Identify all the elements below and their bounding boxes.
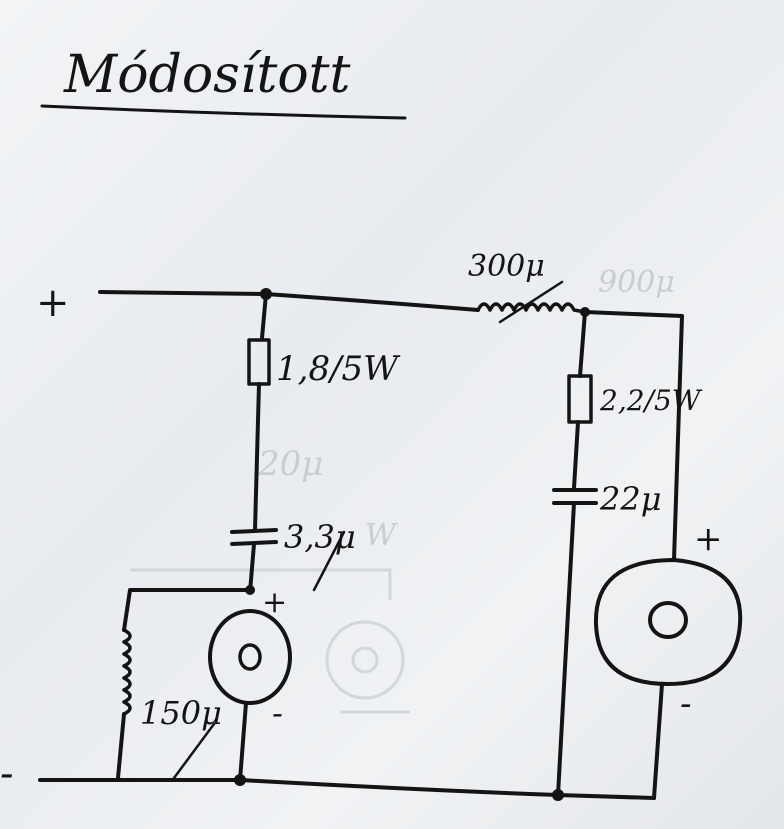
right-branch-wire: [652, 682, 664, 800]
left-speaker-minus-label: -: [272, 694, 283, 732]
right-branch-wire: [578, 310, 587, 378]
left-capacitor-label: 3,3μ: [284, 518, 356, 556]
left-branch-wire: [260, 292, 268, 340]
junction-dot: [234, 774, 246, 786]
left-resistor: [247, 338, 271, 386]
series-inductor: [476, 302, 587, 314]
right-speaker-minus-label: -: [680, 684, 692, 724]
right-branch-wire: [556, 501, 576, 797]
page-title: Módosított: [63, 45, 351, 105]
right-speaker-icon: [593, 558, 743, 686]
svg-text:20μ: 20μ: [257, 444, 323, 484]
left-branch-wire: [248, 542, 256, 594]
shunt-inductor-label: 150μ: [140, 694, 222, 732]
shunt-wire: [116, 712, 126, 780]
capacitor-adjust-stroke: [312, 530, 346, 592]
positive-terminal-label: +: [36, 280, 70, 326]
negative-terminal-label: -: [0, 751, 14, 797]
series-inductor-ghost-label: 900μ: [598, 265, 675, 300]
title-underline: [40, 104, 407, 120]
series-inductor-label: 300μ: [468, 249, 545, 284]
right-capacitor-label: 22μ: [599, 480, 662, 518]
negative-rail: [38, 778, 656, 800]
right-branch-wire: [572, 420, 580, 490]
right-resistor-label: 2,2/5W: [599, 384, 703, 417]
left-branch-wire: [253, 382, 261, 532]
left-branch-wire: [238, 701, 248, 782]
left-speaker-cone: [238, 643, 262, 671]
svg-text:W: W: [365, 518, 398, 553]
right-speaker-cone: [648, 601, 688, 639]
right-rail: [583, 310, 684, 562]
shunt-adjust-stroke: [172, 722, 216, 780]
left-resistor-label: 1,8/5W: [276, 349, 401, 389]
right-capacitor: [552, 488, 598, 505]
right-resistor: [567, 374, 593, 424]
inductor-adjust-arrow: [498, 280, 564, 324]
left-speaker-icon: [208, 609, 292, 705]
positive-rail: [98, 290, 480, 312]
shunt-wire: [122, 588, 252, 632]
left-capacitor: [230, 528, 278, 546]
ghost-bleed-through: 20μ W: [130, 444, 410, 714]
right-speaker-plus-label: +: [694, 519, 723, 559]
shunt-inductor: [122, 628, 132, 716]
